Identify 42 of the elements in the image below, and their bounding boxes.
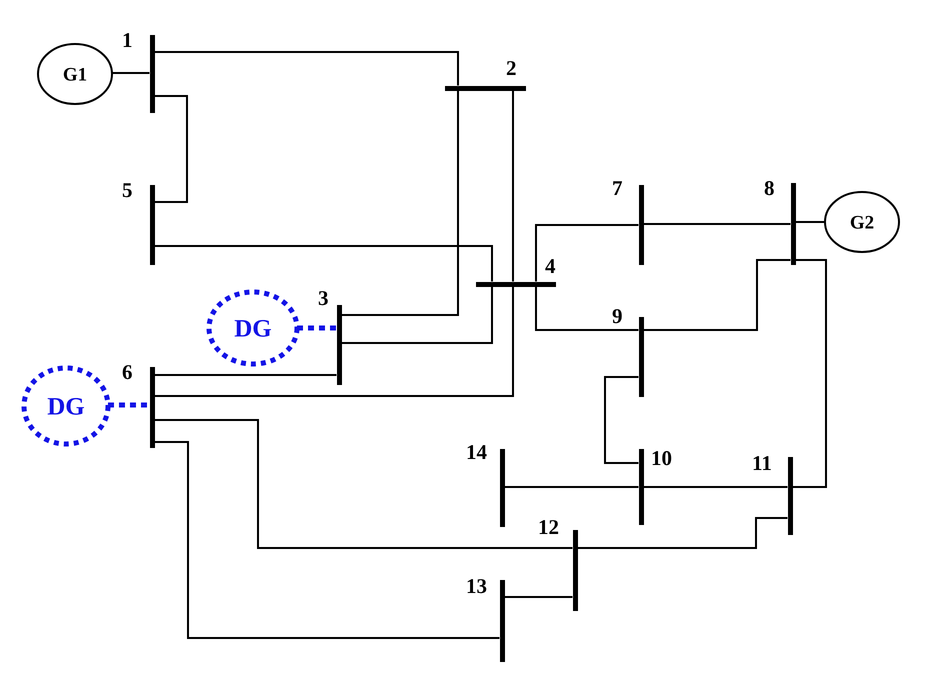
- bus-number: 14: [466, 442, 487, 463]
- bus-number: 7: [612, 178, 622, 199]
- transmission-line: [512, 90, 514, 282]
- bus-number: 1: [122, 30, 132, 51]
- transmission-line: [644, 223, 790, 225]
- distributed-generator-label: DG: [47, 394, 85, 420]
- transmission-line: [535, 286, 638, 331]
- bus-number: 3: [318, 288, 328, 309]
- bus-number: 5: [122, 180, 132, 201]
- transmission-line: [342, 90, 459, 316]
- transmission-line: [154, 441, 500, 639]
- transmission-line: [644, 259, 790, 331]
- transmission-line: [154, 245, 493, 282]
- bus-number: 6: [122, 362, 132, 383]
- bus-number: 12: [538, 517, 559, 538]
- bus-number: 11: [752, 453, 772, 474]
- transmission-line: [504, 596, 572, 598]
- generator-label: G1: [62, 66, 88, 84]
- dotted-connection-line: [108, 402, 150, 408]
- bus-number: 9: [612, 306, 622, 327]
- transmission-line: [796, 221, 825, 223]
- transmission-line: [154, 95, 188, 203]
- bus-number: 8: [764, 178, 774, 199]
- transmission-line: [154, 286, 514, 397]
- transmission-line: [154, 374, 336, 376]
- distributed-generator-label: DG: [234, 316, 272, 342]
- transmission-line: [112, 72, 150, 74]
- transmission-line: [342, 286, 493, 344]
- dotted-connection-line: [297, 326, 336, 330]
- transmission-line: [792, 259, 827, 488]
- transmission-line: [535, 224, 638, 282]
- bus-number: 13: [466, 576, 487, 597]
- bus-number: 4: [545, 256, 556, 277]
- transmission-line: [578, 517, 788, 549]
- transmission-line: [604, 376, 638, 464]
- bus-number: 2: [506, 58, 516, 79]
- transmission-line: [154, 419, 572, 549]
- transmission-line: [644, 486, 788, 488]
- transmission-line: [154, 51, 459, 86]
- bus-number: 10: [651, 448, 672, 469]
- transmission-line: [504, 486, 638, 488]
- generator-label: G2: [850, 214, 874, 232]
